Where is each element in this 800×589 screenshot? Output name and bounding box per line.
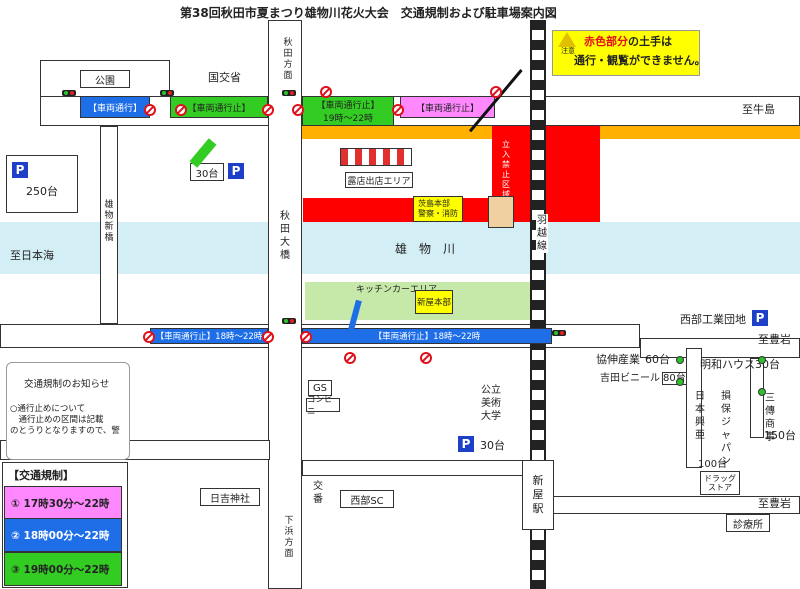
parking-icon-30: P [228, 163, 244, 179]
traffic-signal-icon [62, 90, 76, 96]
hiyoshi-shrine: 日吉神社 [200, 488, 260, 506]
parking-icon-250: P [12, 162, 28, 178]
no-entry-icon [392, 104, 404, 116]
no-entry-icon [175, 104, 187, 116]
seibu-sc: 西部SC [340, 490, 394, 508]
to-toyoiwa-1-label: 至豊岩 [758, 333, 791, 346]
to-ushijima-label: 至牛島 [742, 103, 775, 116]
bijutsu-label: 公立美術大学 [481, 385, 501, 422]
convenience-store: コンビニ [306, 395, 340, 417]
legend-item-3: ③ 19時00分～22時 [4, 552, 122, 586]
road-left-vertical [100, 126, 118, 324]
shinya-station: 新屋駅 [522, 460, 554, 530]
kitchen-car-label: キッチンカーエリア [356, 285, 438, 295]
no-entry-icon [144, 104, 156, 116]
parking-30-lot: 30台 [190, 163, 224, 181]
no-entry-label: 立入禁止区域 [502, 140, 510, 199]
mitsukoshi-label: 三傳商事 [765, 393, 775, 443]
no-entry-icon [292, 104, 304, 116]
no-entry-icon [420, 352, 432, 364]
stall-tents [340, 148, 412, 166]
no-entry-icon [143, 331, 155, 343]
to-nihonkai-label: 至日本海 [10, 249, 54, 262]
parking-250-label: 250台 [26, 185, 58, 198]
drugstore: ドラッグストア [700, 471, 740, 495]
green-signal-icon [676, 356, 684, 364]
traffic-signal-icon [282, 90, 296, 96]
clinic: 診療所 [726, 514, 770, 532]
koban-label: 交番 [313, 481, 323, 505]
traffic-signal-icon [160, 90, 174, 96]
no-entry-icon [262, 104, 274, 116]
seibu-kogyo-label: 西部工業団地 [680, 313, 746, 326]
ugo-line-label: 羽越線 [536, 214, 548, 253]
notice-body: ○通行止めについて 通行止めの区間は記載 のとうりとなりますので、警 [10, 404, 120, 436]
caution-line2: 通行・観覧ができません。 [574, 54, 706, 67]
warning-icon [558, 32, 576, 47]
green-signal-icon [758, 388, 766, 396]
stall-area: 露店出店エリア [345, 172, 413, 188]
traffic-signal-icon [552, 330, 566, 336]
railway [530, 20, 546, 589]
closure-bottom-right: 【車両通行止】18時～22時 [302, 328, 552, 344]
no-entry-icon [320, 86, 332, 98]
ibarajima-hq: 茨島本部 警察・消防 [413, 196, 463, 222]
notice-title: 交通規制のお知らせ [24, 379, 110, 390]
mitsukoshi-cap: 150台 [764, 429, 796, 442]
drugstore-cap: 100台 [698, 459, 728, 470]
gas-station: GS [308, 380, 332, 396]
akita-direction-label: 秋田方面 [283, 38, 293, 81]
nihon-kogyo-label: 日本興亜 [695, 391, 705, 441]
closure-top-pink: 【車両通行止】 [400, 96, 495, 118]
river-label: 雄 物 川 [395, 242, 456, 256]
green-signal-icon [676, 378, 684, 386]
meiwa-label: 明和ハウス30台 [700, 358, 780, 371]
shinya-hq: 新屋本部 [415, 290, 453, 314]
legend-item-1: ① 17時30分～22時 [4, 486, 122, 520]
road-right-vertical [686, 348, 702, 468]
shimohama-label: 下浜方面 [284, 516, 294, 559]
map-title: 第38回秋田市夏まつり雄物川花火大会 交通規制および駐車場案内図 [180, 6, 557, 20]
sompo-label: 損保ジャパン [721, 391, 731, 467]
bijutsu-cap: 30台 [480, 439, 505, 452]
green-signal-icon [758, 356, 766, 364]
traffic-signal-icon [282, 318, 296, 324]
closure-top-green-left: 【車両通行止】 [170, 96, 268, 118]
omono-shinbashi-label: 雄物新橋 [104, 200, 114, 243]
legend-item-2: ② 18時00分～22時 [4, 518, 122, 552]
police-officer [488, 196, 514, 228]
legend-heading: 【交通規制】 [8, 469, 74, 482]
parking-250-lot [6, 155, 78, 213]
closure-top-blue: 【車両通行】 [80, 96, 150, 118]
road-far-right-vertical [750, 358, 764, 438]
caution-box [552, 30, 700, 76]
closure-top-green-right: 【車両通行止】19時～22時 [302, 96, 394, 126]
caution-line1: 赤色部分の土手は [584, 35, 672, 48]
river [0, 222, 800, 274]
caution-icon-label: 注意 [561, 47, 575, 55]
no-entry-icon [490, 86, 502, 98]
akita-bridge-label: 秋田大橋 [280, 211, 290, 261]
to-toyoiwa-2-label: 至豊岩 [758, 497, 791, 510]
notice-box [6, 362, 130, 460]
road-lower-mid [302, 460, 530, 476]
no-entry-icon [300, 331, 312, 343]
parking-icon-bijutsu: P [458, 436, 474, 452]
park: 公園 [80, 70, 130, 88]
closure-bottom-left: 【車両通行止】18時～22時 [150, 328, 268, 344]
kokukan-label: 国交省 [208, 71, 241, 84]
no-entry-icon [344, 352, 356, 364]
parking-icon-seibu: P [752, 310, 768, 326]
no-entry-icon [262, 331, 274, 343]
